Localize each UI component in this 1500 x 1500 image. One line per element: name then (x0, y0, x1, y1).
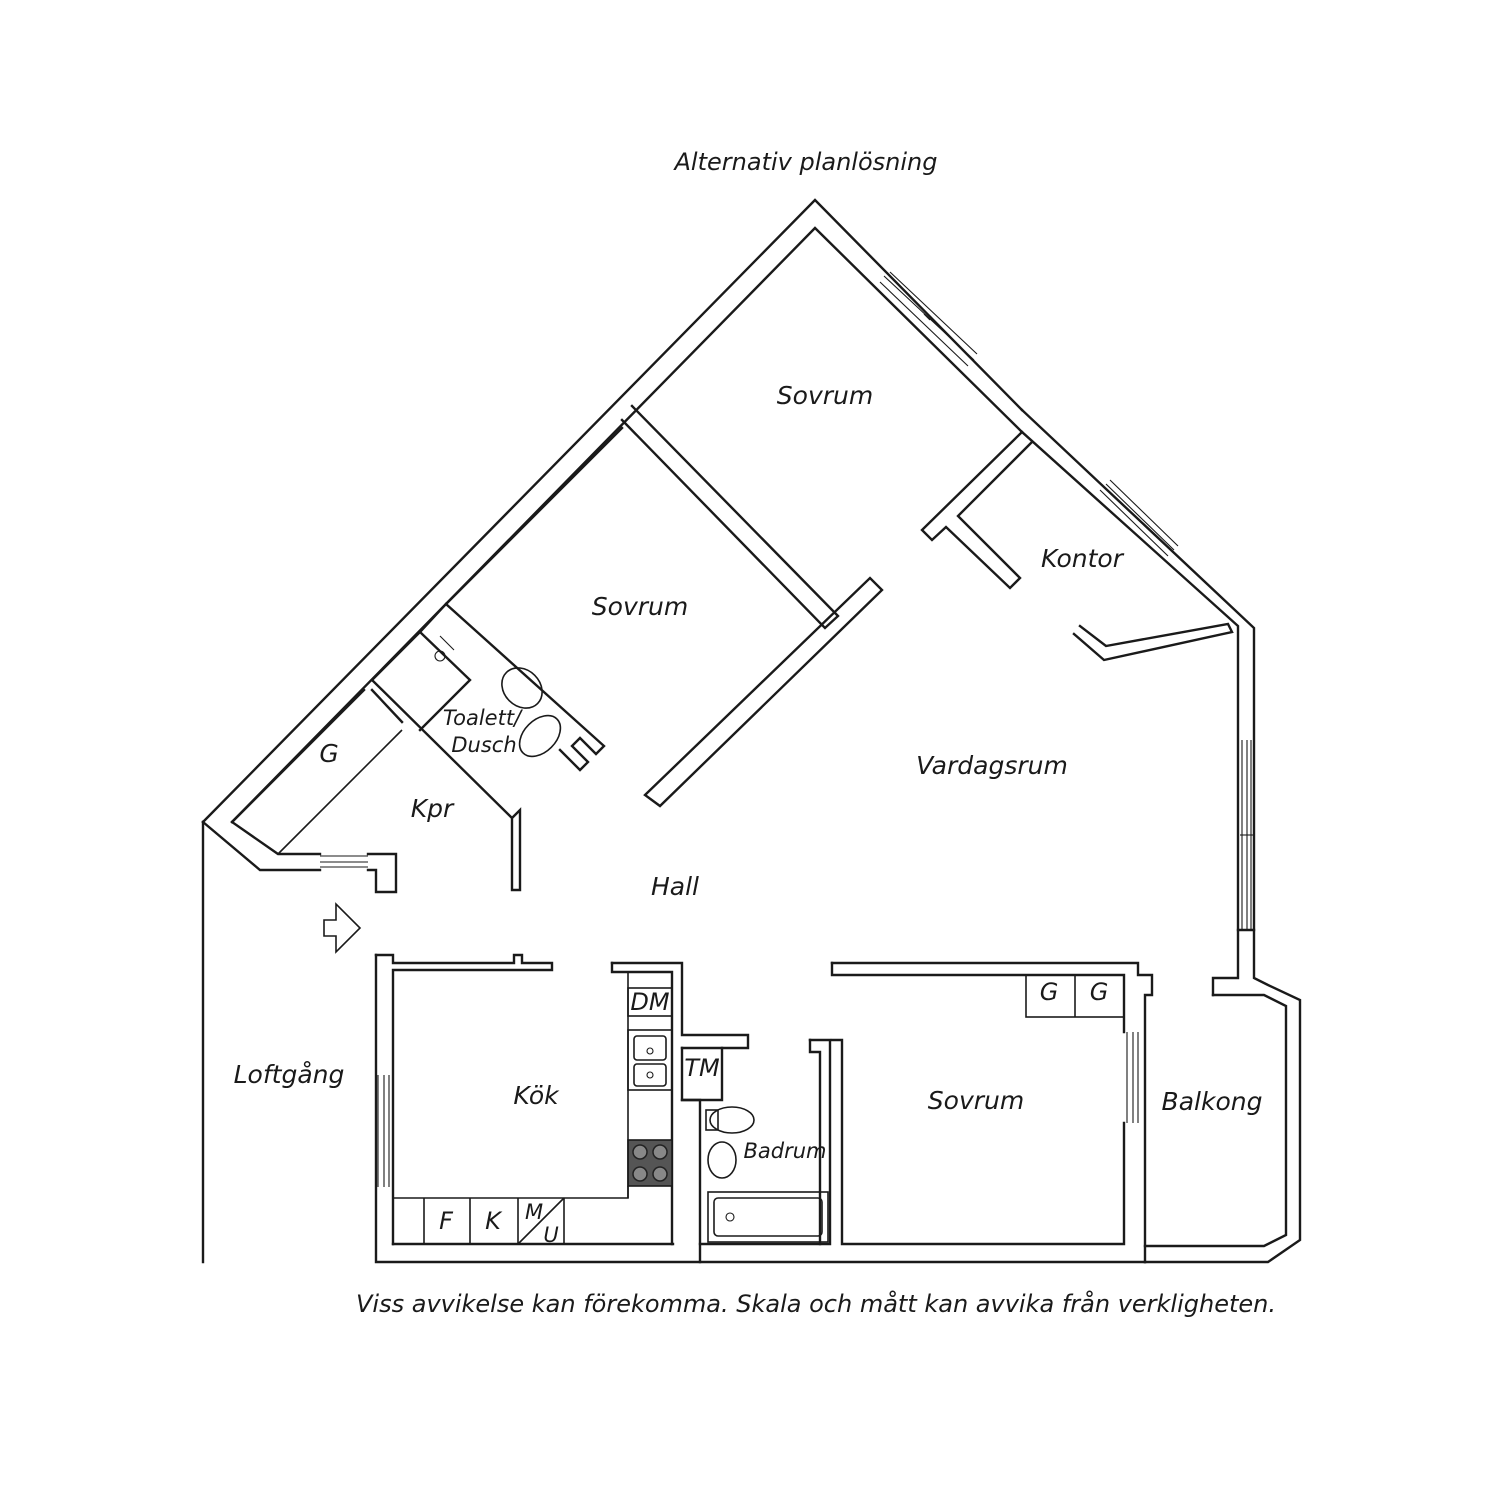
fixture-label-f: F (439, 1207, 454, 1235)
room-label-hall: Hall (651, 872, 699, 901)
room-label-vardagsrum: Vardagsrum (916, 751, 1068, 780)
interior-walls (230, 404, 1302, 1264)
room-label-dusch: Dusch (451, 733, 516, 757)
toilet-room-fixtures (434, 635, 562, 758)
room-label-kpr: Kpr (411, 794, 455, 823)
room-label-toalett: Toalett/ (443, 706, 523, 730)
plan-title: Alternativ planlösning (673, 148, 938, 176)
kitchen-fixtures (393, 972, 673, 1245)
bathroom-fixtures (705, 1106, 829, 1243)
room-label-badrum: Badrum (743, 1139, 826, 1163)
fixture-label-u: U (543, 1223, 558, 1247)
room-label-loftgang: Loftgång (234, 1060, 345, 1089)
window-icon (320, 271, 1254, 1187)
fixture-label-g1: G (1040, 978, 1059, 1006)
room-label-g-closet: G (319, 739, 338, 768)
room-label-balkong: Balkong (1162, 1087, 1263, 1116)
bathtub-icon (707, 1191, 829, 1243)
bedroom-wardrobes (1025, 974, 1125, 1018)
entrance-arrow-icon (323, 902, 362, 954)
sink-icon (501, 667, 543, 709)
fixture-label-g2: G (1090, 978, 1109, 1006)
room-label-sovrum-top: Sovrum (777, 381, 873, 410)
fixture-label-tm: TM (684, 1054, 720, 1082)
room-label-kok: Kök (513, 1081, 560, 1110)
fixture-label-dm: DM (630, 988, 669, 1016)
toilet-icon (709, 1106, 755, 1134)
room-label-kontor: Kontor (1041, 544, 1125, 573)
sink-icon (633, 1035, 667, 1061)
fixture-label-k: K (485, 1207, 503, 1235)
room-label-sovrum-mid: Sovrum (592, 592, 688, 621)
sink-icon (707, 1141, 737, 1179)
fixture-label-m: M (525, 1200, 543, 1224)
disclaimer-footnote: Viss avvikelse kan förekomma. Skala och … (356, 1289, 1276, 1318)
toilet-icon (518, 714, 562, 758)
exterior-walls (201, 198, 1256, 1264)
room-label-sovrum-bottom: Sovrum (928, 1086, 1024, 1115)
